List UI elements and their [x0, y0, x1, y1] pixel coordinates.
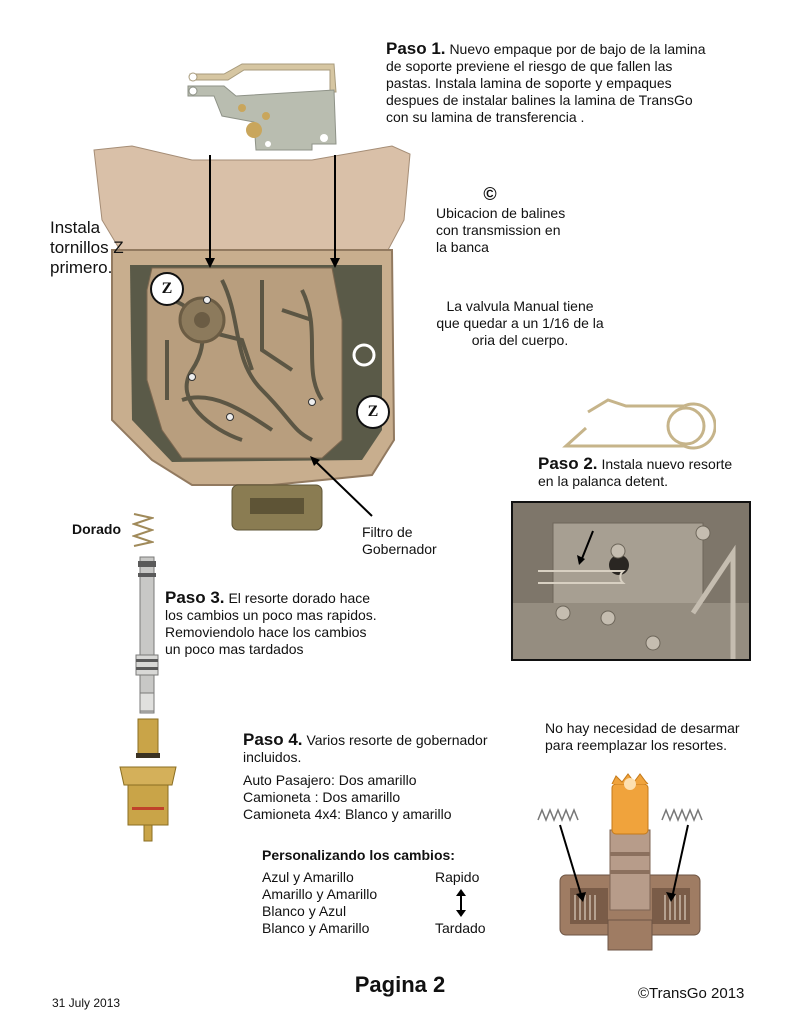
paso2-block: Paso 2. Instala nuevo resorte en la pala… [538, 455, 778, 490]
paso4-block: Paso 4. Varios resorte de gobernador inc… [243, 731, 533, 823]
z-marker-left: Z [150, 272, 184, 306]
page-number: Pagina 2 [354, 972, 446, 997]
paso2-label: Paso 2. [538, 454, 598, 473]
paso4-spec: Camioneta 4x4: Blanco y amarillo [243, 806, 452, 822]
filtro-label: Filtro de Gobernador [362, 524, 437, 558]
paso2-line: Instala nuevo resorte [601, 456, 733, 472]
personalizando-title: Personalizando los cambios: [262, 847, 455, 863]
gold-spring-icon [132, 512, 154, 548]
paso4-spec: Camioneta : Dos amarillo [243, 789, 401, 805]
governor-valve-image [118, 555, 178, 855]
paso3-line: Removiendolo hace los cambios [165, 624, 367, 640]
valve-body-case-image [92, 140, 412, 535]
slow-label: Tardado [435, 920, 486, 936]
manual-valve-line: que quedar a un 1/16 de la [436, 315, 604, 331]
filtro-line: Filtro de [362, 524, 413, 540]
spring-option: Amarillo y Amarillo [262, 886, 378, 902]
paso4-line: Varios resorte de gobernador [306, 732, 488, 748]
tornillos-line: primero. [50, 258, 113, 277]
tornillos-line: Instala [50, 218, 101, 237]
detent-lever-photo [511, 501, 751, 661]
z-marker-label: Z [367, 403, 379, 420]
dorado-label: Dorado [72, 521, 121, 537]
paso1-block: Paso 1. Nuevo empaque por de bajo de la … [386, 40, 706, 126]
manual-valve-note: La valvula Manual tiene que quedar a un … [420, 298, 620, 349]
manual-valve-line: La valvula Manual tiene [446, 298, 594, 314]
tornillos-line: tornillos Z [50, 238, 124, 257]
paso3-label: Paso 3. [165, 588, 225, 607]
paso4-line: incluidos. [243, 749, 302, 765]
detent-spring-image [556, 392, 716, 452]
no-desarmar-line: No hay necesidad de desarmar [545, 720, 740, 736]
checkball-symbol-icon: © [483, 184, 497, 204]
paso4-spec: Auto Pasajero: Dos amarillo [243, 772, 417, 788]
paso3-line: El resorte dorado hace [228, 590, 371, 606]
filtro-line: Gobernador [362, 541, 437, 557]
paso3-line: un poco mas tardados [165, 641, 304, 657]
paso1-text: Nuevo empaque por de bajo de la lamina d… [386, 41, 706, 125]
up-down-arrow-icon [456, 889, 466, 917]
paso2-line: en la palanca detent. [538, 473, 668, 489]
paso3-line: los cambios un poco mas rapidos. [165, 607, 377, 623]
footer-date: 31 July 2013 [52, 996, 121, 1010]
tornillos-note: Instala tornillos Z primero. [50, 218, 124, 278]
personalizando-block: Personalizando los cambios: Azul y Amari… [262, 847, 512, 937]
paso1-label: Paso 1. [386, 39, 446, 58]
balines-note: © Ubicacion de balines con transmission … [436, 184, 636, 256]
footer-copyright: ©TransGo 2013 [638, 985, 745, 1002]
balines-line: con transmission en [436, 222, 561, 238]
z-marker-label: Z [161, 280, 173, 297]
paso4-label: Paso 4. [243, 730, 303, 749]
separator-plate-image [184, 52, 344, 152]
spring-option: Azul y Amarillo [262, 869, 354, 885]
spring-option: Blanco y Azul [262, 903, 347, 919]
balines-line: la banca [436, 239, 489, 255]
spring-option: Blanco y Amarillo [262, 920, 370, 936]
manual-valve-line: oria del cuerpo. [471, 332, 569, 348]
z-marker-right: Z [356, 395, 390, 429]
governor-assembly-image [530, 770, 730, 955]
balines-line: Ubicacion de balines [436, 205, 566, 221]
no-desarmar-note: No hay necesidad de desarmar para reempl… [545, 720, 785, 754]
no-desarmar-line: para reemplazar los resortes. [545, 737, 728, 753]
paso3-block: Paso 3. El resorte dorado hace los cambi… [165, 589, 425, 658]
fast-label: Rapido [435, 869, 480, 885]
